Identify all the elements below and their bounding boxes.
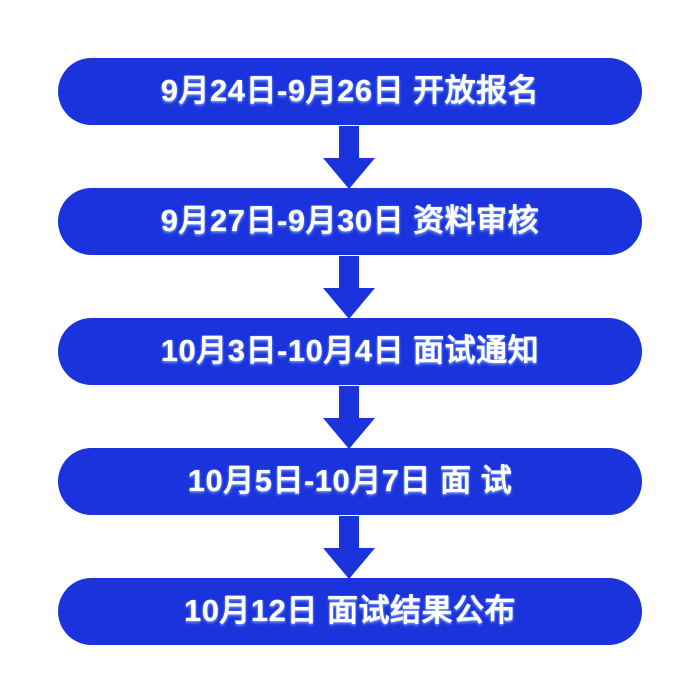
- arrow-down-icon-3: [323, 386, 375, 449]
- flow-step-3[interactable]: 10月3日-10月4日 面试通知: [58, 318, 642, 385]
- flow-step-2[interactable]: 9月27日-9月30日 资料审核: [58, 188, 642, 255]
- flow-step-4[interactable]: 10月5日-10月7日 面 试: [58, 448, 642, 515]
- flow-step-3-label: 10月3日-10月4日 面试通知: [160, 333, 540, 368]
- flow-step-1[interactable]: 9月24日-9月26日 开放报名: [58, 58, 642, 125]
- flow-step-1-label: 9月24日-9月26日 开放报名: [160, 73, 540, 108]
- arrow-down-icon-2: [323, 256, 375, 319]
- arrow-down-icon-1: [323, 126, 375, 189]
- flow-step-2-label: 9月27日-9月30日 资料审核: [160, 203, 540, 238]
- flow-step-5[interactable]: 10月12日 面试结果公布: [58, 578, 642, 645]
- flow-step-4-label: 10月5日-10月7日 面 试: [187, 463, 513, 498]
- flow-step-5-label: 10月12日 面试结果公布: [183, 593, 517, 628]
- arrow-down-icon-4: [323, 516, 375, 579]
